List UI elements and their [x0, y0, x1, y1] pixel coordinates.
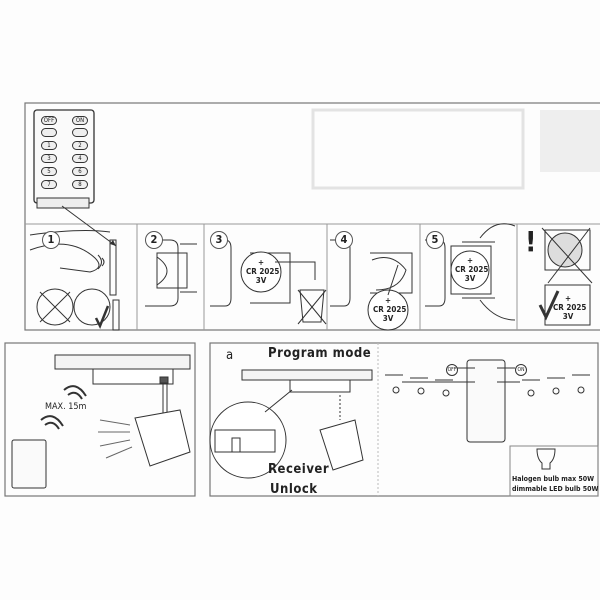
remote-off-key[interactable]: OFF: [41, 116, 57, 125]
remote-key-4[interactable]: 4: [72, 154, 88, 163]
bulb-note-halogen: Halogen bulb max 50W: [512, 475, 595, 483]
pairing-art: [385, 359, 590, 470]
remote-key-1[interactable]: 1: [41, 141, 57, 150]
step-number-3: 3: [210, 231, 228, 249]
spotlight-art: [11, 354, 191, 489]
battery-model: CR 2025: [553, 303, 587, 312]
bulb-note-led: dimmable LED bulb 50W: [512, 485, 599, 493]
battery-polarity: +: [257, 258, 265, 267]
unlock-label: Unlock: [270, 482, 318, 497]
warning-art: [538, 227, 593, 326]
receiver-label: Receiver: [268, 462, 330, 477]
battery-polarity: +: [384, 296, 392, 305]
battery-polarity: +: [466, 256, 474, 265]
lamp-row-left: [385, 374, 453, 397]
on-badge: ON: [515, 364, 527, 376]
battery-model: CR 2025: [246, 267, 280, 276]
remote-key-7[interactable]: 7: [41, 180, 57, 189]
remote-on-key[interactable]: ON: [72, 116, 88, 125]
battery-voltage: 3V: [562, 312, 574, 321]
battery-voltage: 3V: [464, 274, 476, 283]
battery-voltage: 3V: [255, 276, 267, 285]
step-number-2: 2: [145, 231, 163, 249]
panel-marker: a: [226, 348, 234, 363]
battery-model: CR 2025: [373, 305, 407, 314]
remote-key-3[interactable]: 3: [41, 154, 57, 163]
battery-voltage: 3V: [382, 314, 394, 323]
battery-label-step5: + CR 2025 3V: [455, 256, 489, 283]
program-panel-frame: [209, 342, 599, 497]
step-number-4: 4: [335, 231, 353, 249]
program-art: [209, 369, 373, 479]
battery-label-correct: + CR 2025 3V: [553, 294, 587, 321]
remote-key-5[interactable]: 5: [41, 167, 57, 176]
battery-label-step3: + CR 2025 3V: [246, 258, 280, 285]
battery-label-step4: + CR 2025 3V: [373, 296, 407, 323]
step-3-art: [210, 239, 327, 325]
range-label: MAX. 15m: [45, 402, 87, 412]
step-5-art: [425, 223, 516, 321]
battery-polarity: +: [564, 294, 572, 303]
remote-key-2[interactable]: 2: [72, 141, 88, 150]
lamp-row-right: [522, 374, 590, 397]
bulb-icon: [536, 448, 556, 470]
program-mode-title: Program mode: [268, 346, 372, 361]
step-2-art: [145, 239, 197, 307]
remote-dim-key[interactable]: [41, 128, 57, 137]
battery-model: CR 2025: [455, 265, 489, 274]
remote-key-6[interactable]: 6: [72, 167, 88, 176]
top-panel-frame: [24, 102, 600, 331]
step-number-5: 5: [426, 231, 444, 249]
off-badge: OFF: [446, 364, 458, 376]
remote-bright-key[interactable]: [72, 128, 88, 137]
warning-icon: !: [525, 225, 537, 258]
range-panel-frame: [4, 342, 196, 497]
remote-key-8[interactable]: 8: [72, 180, 88, 189]
step-number-1: 1: [42, 231, 60, 249]
